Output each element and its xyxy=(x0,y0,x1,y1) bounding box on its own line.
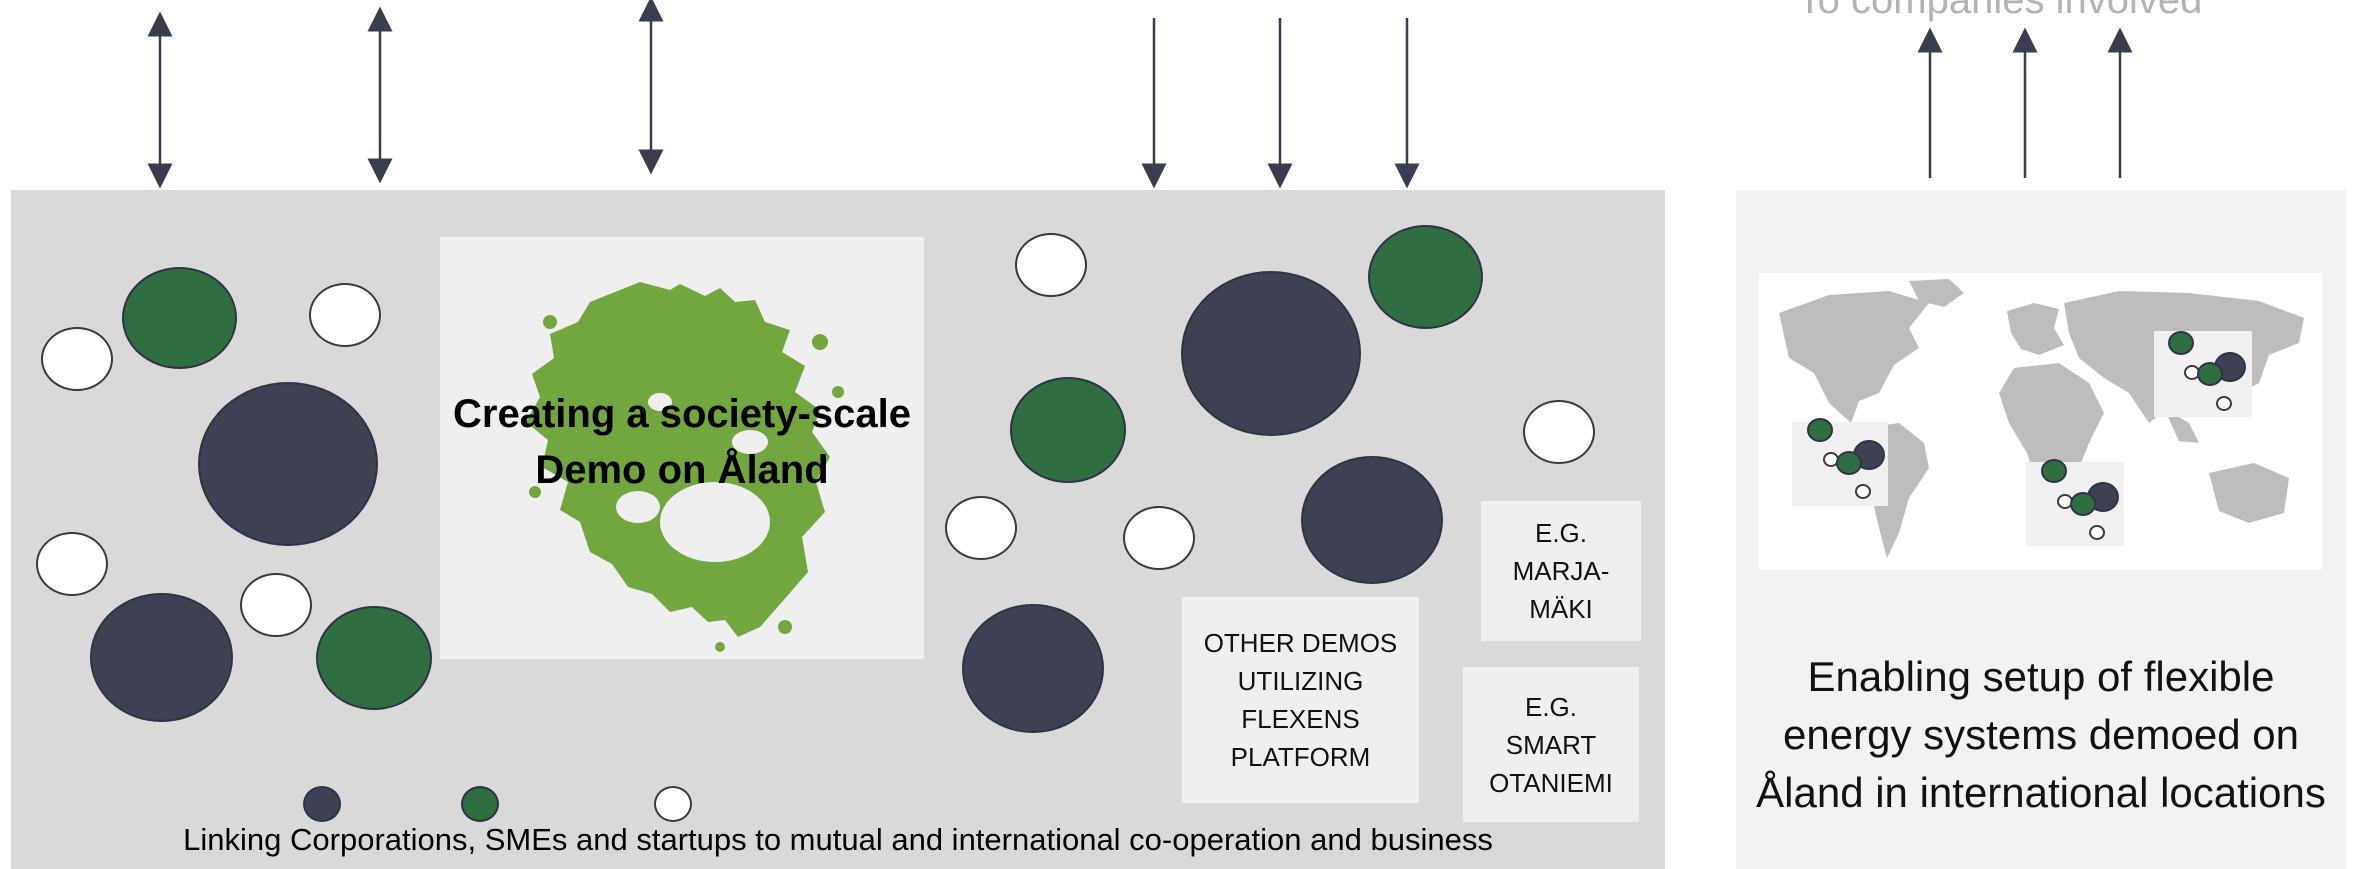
startup-bubble xyxy=(240,573,312,637)
legend-sme-dot xyxy=(461,786,499,822)
mini-startup-bubble xyxy=(2089,525,2105,540)
marjamaki-demo-box: E.G. MARJA- MÄKI xyxy=(1481,501,1641,641)
startup-bubble xyxy=(1123,506,1195,570)
startup-bubble xyxy=(36,532,108,596)
sme-bubble xyxy=(316,606,432,710)
footer-caption: Linking Corporations, SMEs and startups … xyxy=(183,822,1493,857)
center-title: Creating a society-scale Demo on Åland xyxy=(440,386,924,498)
mini-sme-bubble xyxy=(2197,362,2223,386)
legend-startup-dot xyxy=(654,786,692,822)
other-demos-line: FLEXENS xyxy=(1241,704,1360,734)
otaniemi-demo-box: E.G. SMART OTANIEMI xyxy=(1463,667,1639,822)
sme-bubble xyxy=(1010,377,1126,483)
corporation-bubble xyxy=(962,604,1104,733)
mini-sme-bubble xyxy=(1836,451,1862,475)
sme-bubble xyxy=(1368,225,1483,329)
top-caption: To companies involved xyxy=(1797,0,2203,22)
marjamaki-line: E.G. xyxy=(1534,518,1587,548)
otaniemi-line: SMART xyxy=(1505,729,1597,760)
mini-startup-bubble xyxy=(2216,396,2232,411)
mini-sme-bubble xyxy=(2070,492,2096,516)
startup-bubble xyxy=(1015,233,1087,297)
otaniemi-line: E.G. xyxy=(1524,691,1577,722)
other-demos-box: OTHER DEMOS UTILIZING FLEXENS PLATFORM xyxy=(1182,597,1419,803)
mini-sme-bubble xyxy=(2168,331,2194,355)
corporation-bubble xyxy=(90,593,233,722)
startup-bubble xyxy=(41,327,113,391)
startup-bubble xyxy=(309,283,381,347)
mini-startup-bubble xyxy=(1855,484,1871,499)
corporation-bubble xyxy=(1301,456,1443,584)
otaniemi-line: OTANIEMI xyxy=(1489,767,1613,798)
corporation-bubble xyxy=(1181,271,1361,436)
legend-corporation-dot xyxy=(303,786,341,822)
corporation-bubble xyxy=(198,382,378,546)
right-caption: Enabling setup of flexible energy system… xyxy=(1756,653,2326,816)
other-demos-line: UTILIZING xyxy=(1237,666,1364,696)
startup-bubble xyxy=(1523,400,1595,464)
other-demos-line: PLATFORM xyxy=(1230,742,1371,772)
aland-island-map-icon xyxy=(526,282,844,652)
mini-sme-bubble xyxy=(2041,459,2067,483)
sme-bubble xyxy=(122,267,237,369)
marjamaki-line: MÄKI xyxy=(1529,594,1593,624)
marjamaki-line: MARJA- xyxy=(1512,556,1610,586)
other-demos-line: OTHER DEMOS xyxy=(1203,628,1398,658)
center-title-line: Creating a society-scale xyxy=(453,392,911,436)
center-title-line: Demo on Åland xyxy=(535,448,829,492)
startup-bubble xyxy=(945,496,1017,560)
mini-sme-bubble xyxy=(1807,418,1833,442)
